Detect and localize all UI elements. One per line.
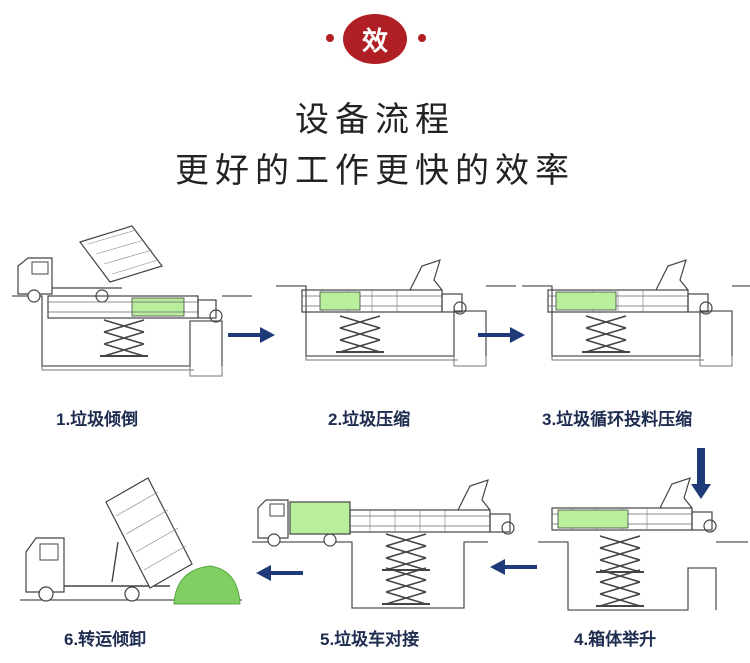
- panel-3-cycle-compress: [521, 259, 750, 367]
- step-5-label: 5.垃圾车对接: [320, 630, 420, 649]
- step-4-label: 4.箱体举升: [574, 630, 657, 649]
- title-line-1: 设备流程: [295, 100, 455, 140]
- step-6-label: 6.转运倾卸: [64, 630, 147, 649]
- left-dot: [326, 34, 334, 42]
- panel-5-truck-dock: [252, 479, 515, 609]
- step-1-label: 1.垃圾倾倒: [56, 410, 139, 429]
- panel-4-box-lift: [538, 477, 748, 611]
- panel-1-dumping: [11, 225, 253, 377]
- badge-char: 效: [361, 26, 388, 57]
- step-2-label: 2.垃圾压缩: [328, 410, 411, 429]
- title-line-2: 更好的工作更快的效率: [175, 151, 575, 191]
- efficiency-badge: 效: [343, 14, 407, 64]
- arrow-1-to-2: [228, 327, 275, 343]
- arrow-4-to-5: [490, 559, 537, 575]
- arrow-3-to-4: [691, 448, 711, 499]
- right-dot: [418, 34, 426, 42]
- panel-6-transfer-unload: [20, 477, 242, 605]
- step-3-label: 3.垃圾循环投料压缩: [542, 410, 693, 429]
- arrow-2-to-3: [478, 327, 525, 343]
- panel-2-compress: [275, 259, 517, 367]
- arrow-5-to-6: [256, 565, 303, 581]
